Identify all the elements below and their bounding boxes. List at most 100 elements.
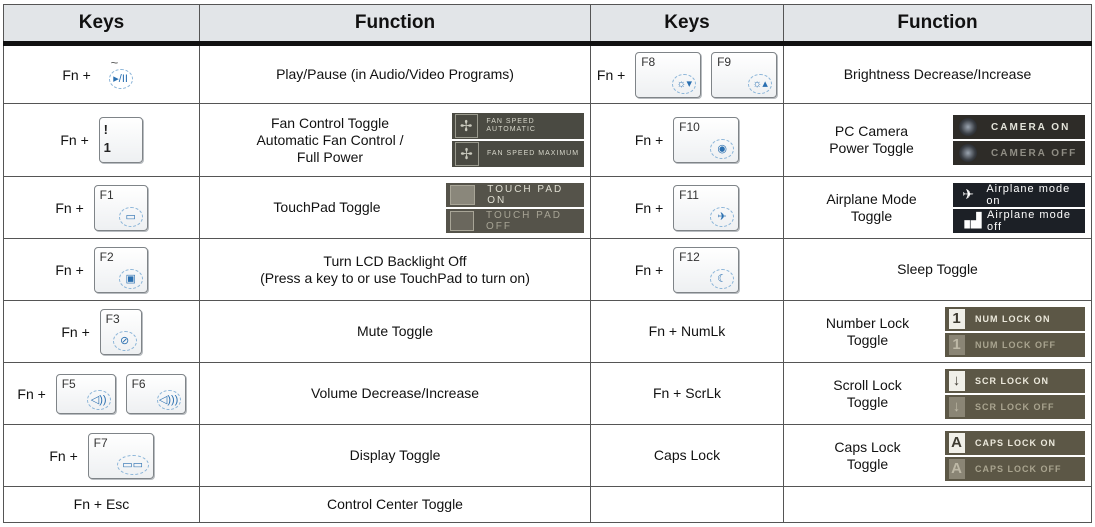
- fn-label: Fn +: [55, 199, 84, 216]
- function-cell: Brightness Decrease/Increase: [783, 43, 1092, 104]
- num-lock-icon: 1: [949, 308, 965, 329]
- fn-label: Fn +: [634, 132, 664, 148]
- keys-cell: Fn + ! 1: [3, 103, 200, 177]
- header-function-left: Function: [199, 4, 591, 46]
- function-line: (Press a key to or use TouchPad to turn …: [260, 269, 530, 286]
- airplane-icon: ✈: [962, 186, 976, 202]
- function-line: Turn LCD Backlight Off: [323, 252, 467, 269]
- function-line: Full Power: [296, 148, 364, 165]
- num-lock-on-image: 1 NUM LOCK ON: [945, 306, 1085, 331]
- function-cell: Play/Pause (in Audio/Video Programs): [199, 43, 591, 104]
- scroll-lock-icon: ↓: [949, 396, 965, 417]
- header-keys-left: Keys: [3, 4, 200, 46]
- keys-cell: Fn + F1 ▭: [3, 176, 200, 239]
- fan-speed-maximum-image: ✢ FAN SPEED MAXIMUM: [452, 141, 584, 167]
- caps-lock-icon: A: [949, 458, 965, 479]
- header-function-right: Function: [783, 4, 1092, 46]
- fan-icon: ✢: [455, 142, 479, 166]
- function-cell: Control Center Toggle: [199, 486, 591, 523]
- empty-cell: [590, 486, 784, 523]
- key-f10: F10 ◉: [673, 117, 740, 163]
- key-f12: F12 ☾: [673, 246, 740, 293]
- sleep-icon: ☾: [710, 268, 735, 289]
- fn-label: Fn +: [49, 447, 78, 464]
- signal-icon: ▗▟: [959, 212, 983, 228]
- function-cell: Mute Toggle: [199, 300, 591, 363]
- brightness-up-icon: ☼▴: [748, 73, 773, 94]
- function-keys-table: Keys Function Keys Function Fn + ~ ▸/II …: [3, 4, 1092, 523]
- camera-images: CAMERA ON CAMERA OFF: [953, 113, 1085, 167]
- function-cell: Sleep Toggle: [783, 238, 1092, 301]
- airplane-mode-on-image: ✈ Airplane mode on: [953, 182, 1085, 207]
- key-f11: F11 ✈: [673, 184, 740, 231]
- table-row: Fn + ~ ▸/II Play/Pause (in Audio/Video P…: [3, 43, 1092, 104]
- camera-icon: [959, 144, 977, 162]
- empty-cell: [783, 486, 1092, 523]
- fn-label: Fn +: [62, 66, 91, 83]
- key-f2: F2 ▣: [93, 246, 148, 293]
- keys-cell: Fn + ScrLk: [590, 362, 784, 425]
- fan-speed-images: ✢ FAN SPEED AUTOMATIC ✢ FAN SPEED MAXIMU…: [452, 111, 584, 169]
- function-line: Automatic Fan Control /: [256, 131, 404, 148]
- caps-lock-icon: A: [949, 432, 965, 453]
- function-cell: PC Camera Power Toggle CAMERA ON CAMERA …: [783, 103, 1092, 177]
- table-row: Fn + ! 1 Fan Control Toggle Automatic Fa…: [3, 103, 1092, 177]
- table-row: Fn + Esc Control Center Toggle: [3, 486, 1092, 523]
- keys-cell: Fn + F3 ⊘: [3, 300, 200, 363]
- scroll-lock-on-image: ↓ SCR LOCK ON: [945, 368, 1085, 393]
- fn-label: Fn +: [55, 261, 84, 278]
- touchpad-images: TOUCH PAD ON TOUCH PAD OFF: [446, 181, 584, 235]
- scroll-lock-icon: ↓: [949, 370, 965, 391]
- table-row: Fn + F2 ▣ Turn LCD Backlight Off (Press …: [3, 238, 1092, 301]
- keys-cell: Fn + F5 ◁)) F6 ◁))): [3, 362, 200, 425]
- function-cell: TouchPad Toggle TOUCH PAD ON TOUCH PAD O…: [199, 176, 591, 239]
- key-f7: F7 ▭▭: [87, 432, 154, 479]
- keys-cell: Fn + F10 ◉: [590, 103, 784, 177]
- display-toggle-icon: ▭▭: [116, 454, 149, 475]
- function-cell: Fan Control Toggle Automatic Fan Control…: [199, 103, 591, 177]
- function-line: Scroll Lock: [833, 376, 902, 393]
- function-cell: Turn LCD Backlight Off (Press a key to o…: [199, 238, 591, 301]
- camera-off-image: CAMERA OFF: [953, 141, 1085, 165]
- fan-speed-automatic-image: ✢ FAN SPEED AUTOMATIC: [452, 113, 584, 139]
- touchpad-icon: [450, 184, 476, 205]
- key-f3: F3 ⊘: [99, 308, 142, 355]
- key-f6: F6 ◁))): [125, 373, 186, 414]
- function-line: Toggle: [846, 455, 889, 472]
- function-line: Fan Control Toggle: [270, 114, 390, 131]
- caps-lock-on-image: A CAPS LOCK ON: [945, 430, 1085, 455]
- num-lock-off-image: 1 NUM LOCK OFF: [945, 332, 1085, 357]
- keys-cell: Caps Lock: [590, 424, 784, 487]
- function-text: TouchPad Toggle: [273, 199, 381, 215]
- function-line: Toggle: [846, 393, 889, 410]
- touchpad-on-image: TOUCH PAD ON: [446, 182, 584, 207]
- mute-icon: ⊘: [112, 330, 137, 351]
- function-line: Power Toggle: [829, 140, 914, 156]
- fn-label: Fn +: [60, 132, 89, 148]
- function-cell: Display Toggle: [199, 424, 591, 487]
- header-row: Keys Function Keys Function: [3, 4, 1092, 46]
- function-cell: Scroll Lock Toggle ↓ SCR LOCK ON ↓ SCR L…: [783, 362, 1092, 425]
- keys-cell: Fn + F8 ☼▾ F9 ☼▴: [590, 43, 784, 104]
- caps-lock-images: A CAPS LOCK ON A CAPS LOCK OFF: [945, 429, 1085, 483]
- airplane-icon: ✈: [710, 206, 735, 227]
- brightness-down-icon: ☼▾: [672, 73, 697, 94]
- num-lock-images: 1 NUM LOCK ON 1 NUM LOCK OFF: [945, 305, 1085, 359]
- fn-label: Fn +: [17, 385, 46, 402]
- touchpad-icon: ▭: [118, 206, 143, 227]
- caps-lock-off-image: A CAPS LOCK OFF: [945, 456, 1085, 481]
- keys-cell: Fn + F2 ▣: [3, 238, 200, 301]
- fan-icon: ✢: [455, 114, 479, 138]
- keys-cell: Fn + NumLk: [590, 300, 784, 363]
- camera-on-image: CAMERA ON: [953, 115, 1085, 139]
- num-lock-icon: 1: [949, 334, 965, 355]
- function-cell: Airplane Mode Toggle ✈ Airplane mode on …: [783, 176, 1092, 239]
- function-line: Caps Lock: [834, 438, 901, 455]
- airplane-images: ✈ Airplane mode on ▗▟ Airplane mode off: [953, 181, 1085, 235]
- scroll-lock-images: ↓ SCR LOCK ON ↓ SCR LOCK OFF: [945, 367, 1085, 421]
- table-row: Fn + F3 ⊘ Mute Toggle Fn + NumLk Number …: [3, 300, 1092, 363]
- header-keys-right: Keys: [590, 4, 784, 46]
- fn-label: Fn +: [634, 261, 664, 278]
- key-f1: F1 ▭: [93, 184, 148, 231]
